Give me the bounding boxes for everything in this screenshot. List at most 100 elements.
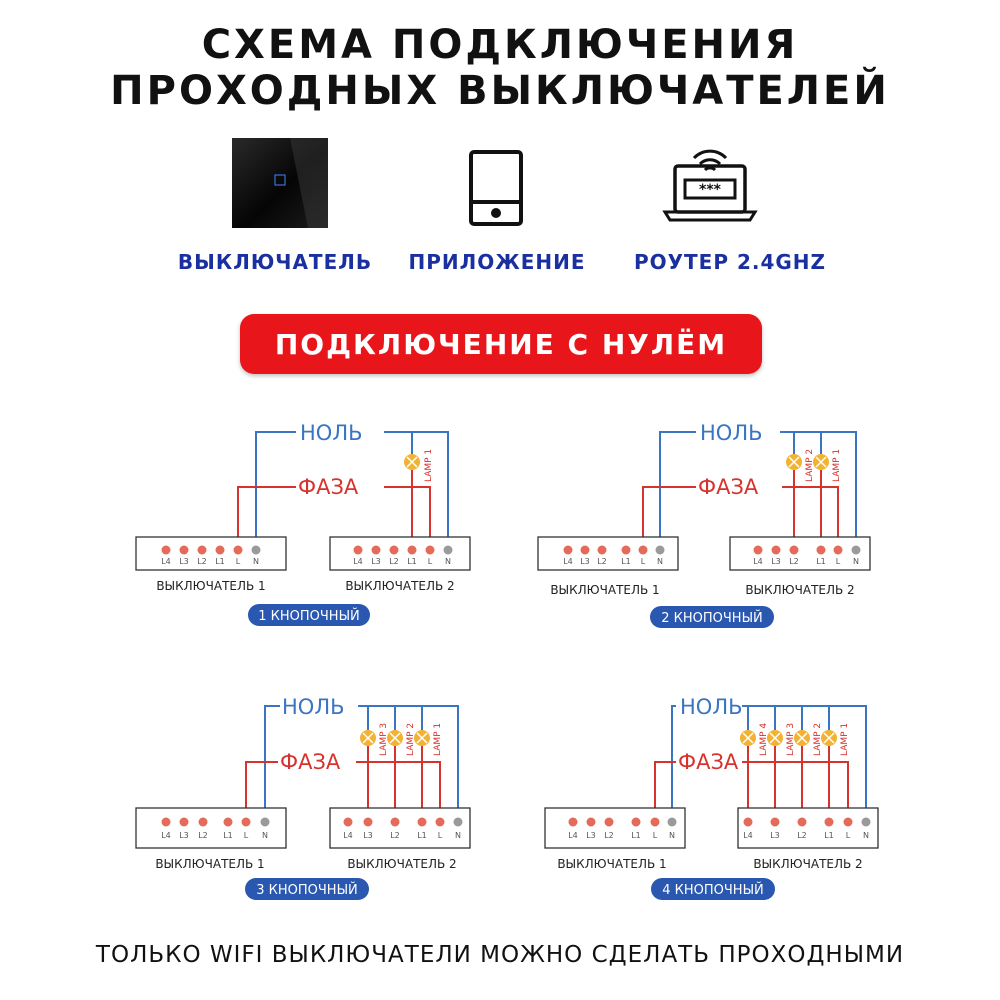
svg-text:N: N [445, 557, 451, 566]
svg-text:ВЫКЛЮЧАТЕЛЬ 1: ВЫКЛЮЧАТЕЛЬ 1 [155, 857, 264, 871]
svg-text:ФАЗА: ФАЗА [280, 750, 341, 774]
switch-1-caption: ВЫКЛЮЧАТЕЛЬ 1 [156, 579, 265, 593]
svg-text:ВЫКЛЮЧАТЕЛЬ 1: ВЫКЛЮЧАТЕЛЬ 1 [550, 583, 659, 597]
svg-text:L3: L3 [371, 557, 381, 566]
svg-text:L3: L3 [771, 557, 781, 566]
diagram-1: НОЛЬ ФАЗА LAMP 1 L4 L3 L2 L1 L N L4 L3 L2 L1 L N В… [135, 421, 471, 626]
badge: 2 КНОПОЧНЫЙ [661, 610, 763, 626]
router-laptop-icon: *** [662, 149, 758, 222]
svg-text:L: L [438, 831, 443, 840]
diagram-4: НОЛЬ ФАЗА LAMP 4 LAMP 3 LAMP 2 LAMP 1 L4… [544, 695, 879, 900]
svg-text:L1: L1 [631, 831, 641, 840]
svg-text:N: N [455, 831, 461, 840]
terminals-switch-2: L4 L3 L2 L1 L N [753, 545, 861, 566]
svg-text:L3: L3 [580, 557, 590, 566]
lamp-label: LAMP 1 [424, 449, 434, 482]
svg-text:N: N [669, 831, 675, 840]
svg-text:ВЫКЛЮЧАТЕЛЬ 2: ВЫКЛЮЧАТЕЛЬ 2 [347, 857, 456, 871]
svg-text:L1: L1 [223, 831, 233, 840]
svg-text:L: L [846, 831, 851, 840]
caption-app: ПРИЛОЖЕНИЕ [408, 250, 586, 274]
caption-switch: ВЫКЛЮЧАТЕЛЬ [177, 250, 373, 274]
svg-text:L1: L1 [215, 557, 225, 566]
svg-text:***: *** [699, 182, 722, 198]
svg-text:N: N [262, 831, 268, 840]
svg-text:L2: L2 [789, 557, 799, 566]
svg-text:L3: L3 [363, 831, 373, 840]
svg-text:LAMP 1: LAMP 1 [433, 723, 443, 756]
title-line-1: СХЕМА ПОДКЛЮЧЕНИЯ [201, 22, 799, 68]
svg-text:L3: L3 [770, 831, 780, 840]
svg-text:N: N [853, 557, 859, 566]
terminals-switch-2: L4 L3 L2 L1 L N [743, 817, 871, 840]
svg-text:L4: L4 [568, 831, 578, 840]
svg-text:L: L [641, 557, 646, 566]
svg-text:L3: L3 [586, 831, 596, 840]
svg-text:L1: L1 [816, 557, 826, 566]
svg-text:L4: L4 [343, 831, 353, 840]
terminals-switch-1: L4 L3 L2 L1 L N [568, 817, 677, 840]
svg-text:LAMP 2: LAMP 2 [406, 723, 416, 756]
badge: 4 КНОПОЧНЫЙ [662, 882, 764, 898]
svg-text:L4: L4 [161, 831, 171, 840]
svg-text:L2: L2 [604, 831, 614, 840]
svg-text:LAMP 1: LAMP 1 [832, 449, 842, 482]
terminals-switch-1: L4 L3 L2 L1 L N [161, 817, 270, 840]
svg-text:L2: L2 [390, 831, 400, 840]
svg-text:L2: L2 [389, 557, 399, 566]
svg-text:L: L [653, 831, 658, 840]
svg-text:L: L [428, 557, 433, 566]
svg-text:L: L [836, 557, 841, 566]
svg-text:L: L [244, 831, 249, 840]
svg-text:N: N [657, 557, 663, 566]
svg-text:LAMP 3: LAMP 3 [786, 723, 796, 756]
phase-label: ФАЗА [298, 475, 359, 499]
svg-text:ФАЗА: ФАЗА [678, 750, 739, 774]
footer-note: ТОЛЬКО WIFI ВЫКЛЮЧАТЕЛИ МОЖНО СДЕЛАТЬ ПР… [95, 942, 905, 968]
svg-text:L4: L4 [353, 557, 363, 566]
svg-text:НОЛЬ: НОЛЬ [282, 695, 345, 719]
caption-router: РОУТЕР 2.4GHZ [633, 250, 827, 274]
terminals-switch-2: L4 L3 L2 L1 L N [353, 545, 453, 566]
switch-2-caption: ВЫКЛЮЧАТЕЛЬ 2 [345, 579, 454, 593]
switch-icon [232, 138, 328, 228]
svg-text:LAMP 3: LAMP 3 [379, 723, 389, 756]
svg-text:LAMP 2: LAMP 2 [805, 449, 815, 482]
terminals-switch-1: L4 L3 L2 L1 L N [563, 545, 665, 566]
svg-text:L4: L4 [563, 557, 573, 566]
svg-text:N: N [863, 831, 869, 840]
svg-text:L4: L4 [753, 557, 763, 566]
terminals-switch-2: L4 L3 L2 L1 L N [343, 817, 463, 840]
phase-label: ФАЗА [698, 475, 759, 499]
svg-text:LAMP 4: LAMP 4 [759, 723, 769, 756]
svg-text:LAMP 2: LAMP 2 [813, 723, 823, 756]
svg-text:LAMP 1: LAMP 1 [840, 723, 850, 756]
svg-text:L1: L1 [621, 557, 631, 566]
phone-app-icon [469, 150, 523, 226]
neutral-label: НОЛЬ [700, 421, 763, 445]
neutral-label: НОЛЬ [300, 421, 363, 445]
svg-text:N: N [253, 557, 259, 566]
svg-text:L1: L1 [824, 831, 834, 840]
svg-text:L2: L2 [197, 557, 207, 566]
svg-text:L4: L4 [161, 557, 171, 566]
svg-text:L2: L2 [797, 831, 807, 840]
svg-text:НОЛЬ: НОЛЬ [680, 695, 743, 719]
svg-text:ВЫКЛЮЧАТЕЛЬ 2: ВЫКЛЮЧАТЕЛЬ 2 [753, 857, 862, 871]
svg-text:ВЫКЛЮЧАТЕЛЬ 1: ВЫКЛЮЧАТЕЛЬ 1 [557, 857, 666, 871]
svg-text:L2: L2 [597, 557, 607, 566]
svg-text:L: L [236, 557, 241, 566]
title-line-2: ПРОХОДНЫХ ВЫКЛЮЧАТЕЛЕЙ [110, 68, 890, 114]
svg-text:L4: L4 [743, 831, 753, 840]
svg-text:L3: L3 [179, 831, 189, 840]
svg-text:L1: L1 [417, 831, 427, 840]
svg-text:L2: L2 [198, 831, 208, 840]
svg-text:L1: L1 [407, 557, 417, 566]
badge: 1 КНОПОЧНЫЙ [258, 608, 360, 624]
mode-banner: ПОДКЛЮЧЕНИЕ С НУЛЁМ [240, 314, 762, 374]
svg-text:ВЫКЛЮЧАТЕЛЬ 2: ВЫКЛЮЧАТЕЛЬ 2 [745, 583, 854, 597]
